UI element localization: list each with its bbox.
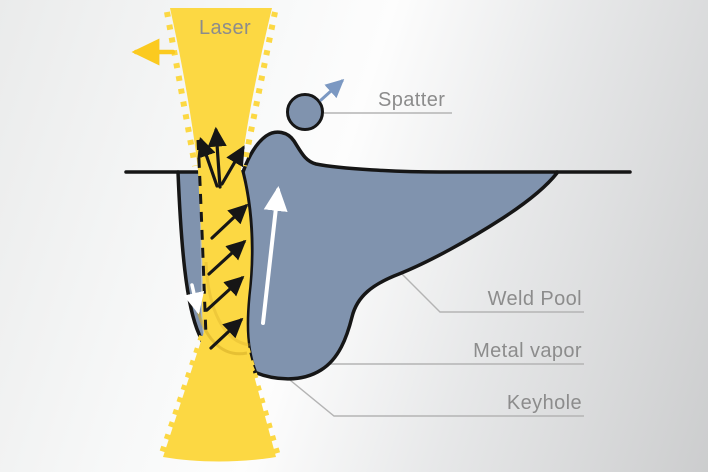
keyhole-wall-vapor-arrows (205, 203, 249, 350)
spatter-ejection-arrow (319, 78, 345, 102)
laser-label: Laser (199, 17, 252, 39)
laser-beam-upper-cone (170, 8, 272, 377)
spatter-label: Spatter (378, 89, 446, 111)
weld-pool-label: Weld Pool (487, 288, 582, 310)
melt-flow-up-arrow (261, 186, 288, 325)
keyhole-front-dashed-line (196, 139, 208, 337)
spatter-droplet (286, 93, 324, 131)
melt-flow-down-arrow (183, 283, 205, 315)
keyhole-label: Keyhole (506, 392, 582, 414)
laser-beam-serrated-edges (158, 11, 281, 457)
laser-beam-lower-cone (163, 320, 276, 462)
metal-vapor-label: Metal vapor (473, 340, 582, 362)
vapor-escape-arrows (197, 126, 245, 189)
